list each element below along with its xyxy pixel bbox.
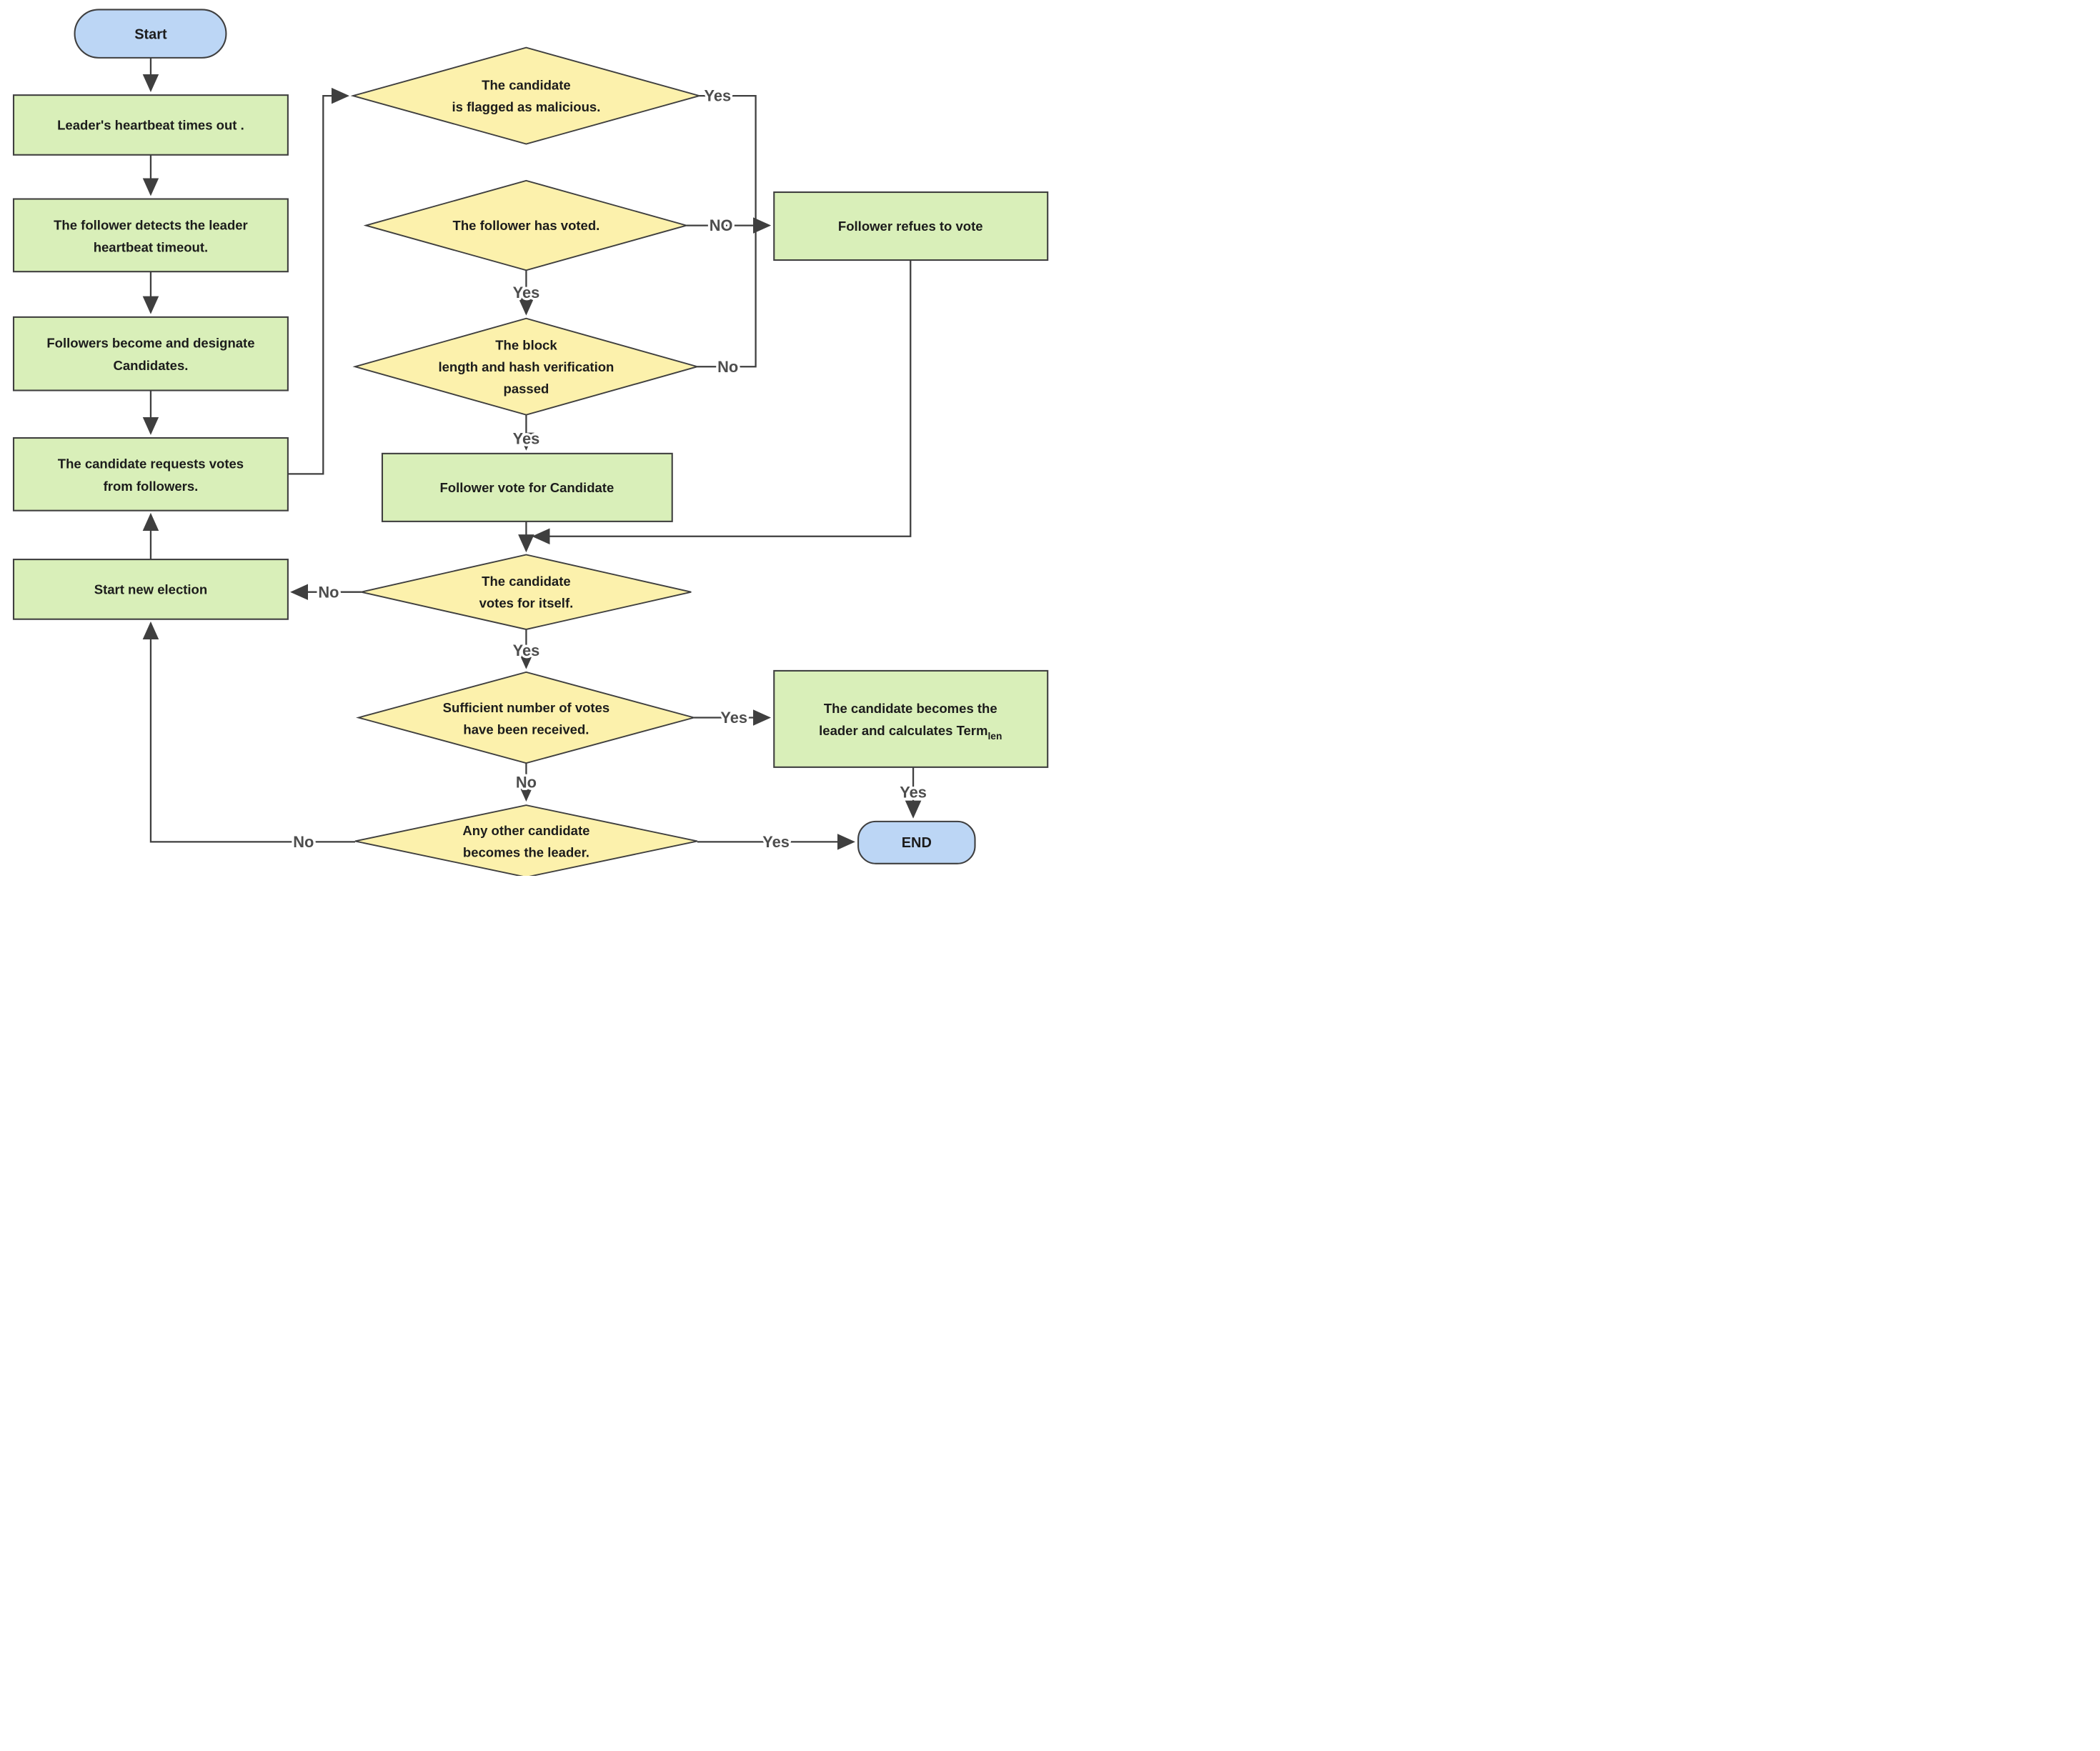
become-shape [12, 316, 289, 391]
decision-votes-for-itself: The candidate votes for itself. [361, 554, 692, 630]
edge-label-verify-no: No [717, 358, 738, 376]
request-shape [12, 436, 289, 512]
heartbeat-shape [12, 94, 289, 156]
node-start-new-election: Start new election [12, 559, 289, 620]
node-detect-timeout: The follower detects the leader heartbea… [12, 198, 289, 273]
votes-received-shape [356, 671, 697, 764]
votes-received-label-line1: Sufficient number of votes [443, 700, 610, 715]
node-refuse-vote: Follower refues to vote [773, 191, 1049, 261]
edge-label-self-yes: Yes [513, 642, 540, 659]
end-shape [857, 820, 976, 864]
detect-label-line1: The follower detects the leader [54, 217, 248, 232]
leader-label-line1: The candidate becomes the [824, 701, 997, 716]
node-start: Start [74, 9, 227, 59]
edge-label-malicious-yes: Yes [705, 87, 732, 105]
edges [142, 57, 922, 850]
edge-label-votes-yes: Yes [720, 709, 747, 727]
new-election-label: Start new election [94, 582, 207, 597]
edge-label-self-no: No [318, 583, 339, 601]
node-become-candidates: Followers become and designate Candidate… [12, 316, 289, 391]
heartbeat-label: Leader's heartbeat times out . [57, 118, 244, 133]
node-heartbeat-timeout: Leader's heartbeat times out . [12, 94, 289, 156]
self-vote-label-line1: The candidate [482, 574, 571, 589]
end-label: END [902, 835, 932, 851]
self-vote-label-line2: votes for itself. [479, 596, 574, 611]
edge-label-other-yes: Yes [762, 833, 790, 851]
vote-shape [381, 452, 673, 522]
become-label-line1: Followers become and designate [46, 336, 254, 351]
node-end: END [857, 820, 976, 864]
request-label-line2: from followers. [104, 479, 199, 494]
node-request-votes: The candidate requests votes from follow… [12, 436, 289, 512]
verify-label-line1: The block [495, 337, 557, 352]
refuse-shape [773, 191, 1049, 261]
edge-label-voted-no: NO [710, 216, 733, 234]
refuse-label: Follower refues to vote [838, 219, 983, 234]
voted-shape [363, 179, 690, 271]
request-label-line1: The candidate requests votes [58, 457, 244, 472]
edge-refuse-to-join [532, 260, 912, 545]
decision-other-candidate-leader: Any other candidate becomes the leader. [354, 804, 698, 876]
leader-label-line2-subscript: len [987, 731, 1002, 742]
decision-flagged-malicious: The candidate is flagged as malicious. [350, 46, 702, 145]
vote-label: Follower vote for Candidate [439, 480, 614, 495]
leader-label-line2-main: leader and calculates Term [819, 723, 987, 738]
edge-request-to-malicious [287, 87, 350, 475]
malicious-label-line2: is flagged as malicious. [452, 99, 600, 114]
edge-label-voted-yes: Yes [513, 284, 540, 301]
malicious-label-line1: The candidate [482, 78, 571, 93]
malicious-shape [350, 46, 702, 145]
become-label-line2: Candidates. [113, 358, 188, 373]
node-vote-for-candidate: Follower vote for Candidate [381, 452, 673, 522]
verify-label-line2: length and hash verification [438, 359, 614, 374]
start-label: Start [134, 26, 167, 42]
other-leader-shape [354, 804, 698, 876]
verify-label-line3: passed [504, 381, 549, 396]
edge-label-other-no: No [293, 833, 314, 851]
start-shape [74, 9, 227, 59]
edge-labels: Yes NO No Yes Yes No Yes Yes No Yes Yes … [291, 84, 929, 853]
decision-sufficient-votes: Sufficient number of votes have been rec… [356, 671, 697, 764]
flowchart-page: Start Leader's heartbeat times out . The… [0, 0, 1050, 876]
flowchart-canvas: Start Leader's heartbeat times out . The… [12, 9, 1049, 876]
node-becomes-leader: The candidate becomes the leader and cal… [773, 669, 1049, 768]
leader-shape [773, 669, 1049, 768]
detect-label-line2: heartbeat timeout. [94, 240, 208, 255]
decision-follower-has-voted: The follower has voted. [363, 179, 690, 271]
other-leader-label-line2: becomes the leader. [463, 844, 589, 859]
other-leader-label-line1: Any other candidate [462, 823, 589, 838]
voted-label: The follower has voted. [453, 218, 600, 233]
self-vote-shape [361, 554, 692, 630]
new-election-shape [12, 559, 289, 620]
detect-shape [12, 198, 289, 273]
edge-other-no-to-newelection [142, 621, 355, 843]
edge-label-verify-yes: Yes [513, 430, 540, 448]
verify-shape [352, 317, 700, 416]
edge-label-leader-yes: Yes [900, 784, 927, 802]
votes-received-label-line2: have been received. [463, 722, 589, 737]
decision-block-verification: The block length and hash verification p… [352, 317, 700, 416]
leader-label-line2: leader and calculates Termlen [819, 723, 1002, 742]
edge-label-votes-no: No [516, 773, 537, 791]
